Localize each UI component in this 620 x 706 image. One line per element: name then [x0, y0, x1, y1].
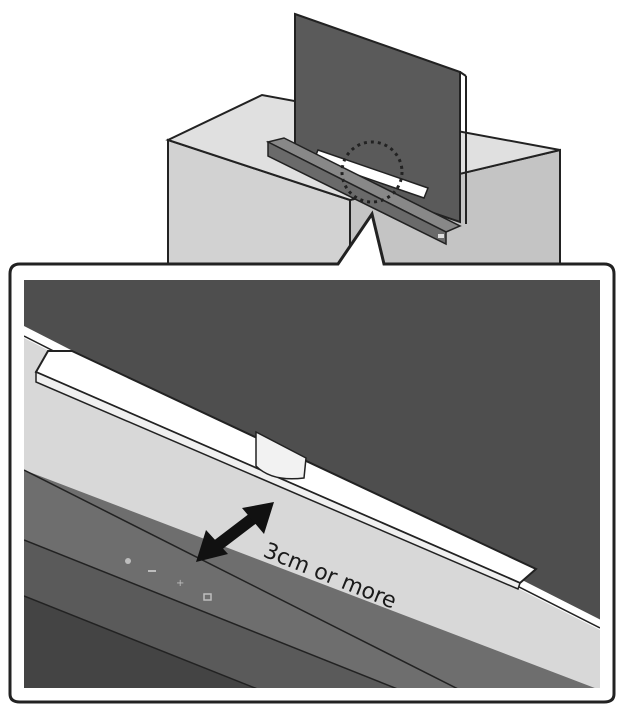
distance-arrow-icon [196, 502, 274, 562]
soundbar-button-minus-icon [148, 570, 156, 572]
soundbar-edge-1 [24, 469, 458, 688]
soundbar-edge-2 [24, 539, 398, 688]
tv-stand-face [35, 370, 521, 591]
soundbar-button-plus-icon: + [176, 578, 184, 589]
soundbar-button-source-icon [203, 593, 212, 601]
soundbar-front [267, 140, 447, 246]
tv-stand-neck [255, 430, 307, 480]
soundbar-edge-3 [24, 595, 258, 688]
magnifier-circle [340, 140, 404, 204]
tv-bezel-edge [459, 71, 467, 77]
soundbar-logo-mark [438, 234, 444, 238]
overview-illustration [165, 12, 561, 292]
callout-box: + 3cm or more [8, 210, 616, 704]
soundbar-button-power-icon [125, 558, 131, 564]
